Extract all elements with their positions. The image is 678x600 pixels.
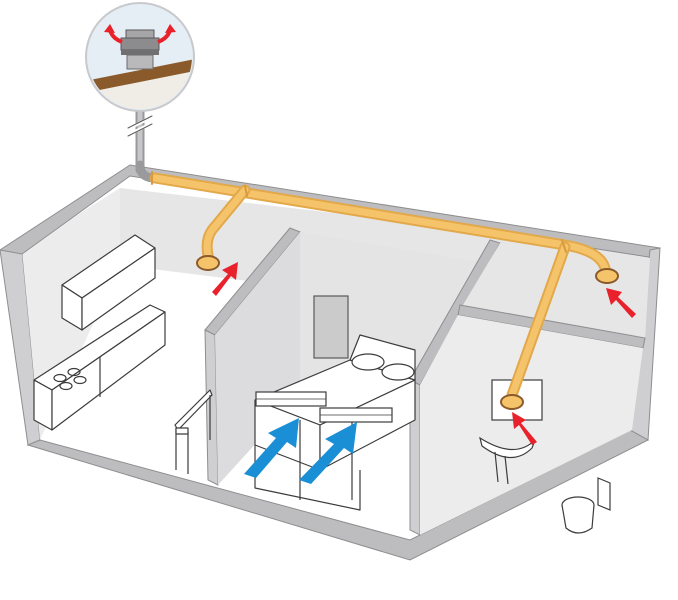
- grille-kitchen: [196, 255, 220, 271]
- bathroom-back-wall: [420, 315, 643, 535]
- bedroom-doorway: [313, 295, 349, 359]
- supply-arrow-left: [244, 418, 299, 478]
- exhaust-arrow-kitchen: [212, 262, 238, 296]
- supply-arrow-right: [299, 422, 357, 484]
- roof-slab: [88, 58, 192, 94]
- grille-bathroom: [500, 394, 524, 410]
- chair-icon: [174, 389, 213, 474]
- grille-upper-bathroom: [595, 268, 619, 284]
- extraction-grille-icon: [196, 255, 619, 410]
- partition-bedroom-side: [215, 232, 300, 485]
- exhaust-arrow-upper-bathroom: [606, 288, 636, 318]
- supply-vent-icon: [255, 391, 393, 423]
- roof-exhaust-fan-icon: [120, 29, 160, 55]
- exhaust-arrow-bathroom: [512, 412, 537, 445]
- toilet-icon: [561, 477, 611, 534]
- roof-exhaust-inset: [85, 2, 195, 112]
- exhaust-arrows: [212, 262, 636, 445]
- duct-system: [127, 80, 611, 401]
- kitchen-units-icon: [33, 234, 166, 431]
- supply-arrows: [244, 418, 357, 484]
